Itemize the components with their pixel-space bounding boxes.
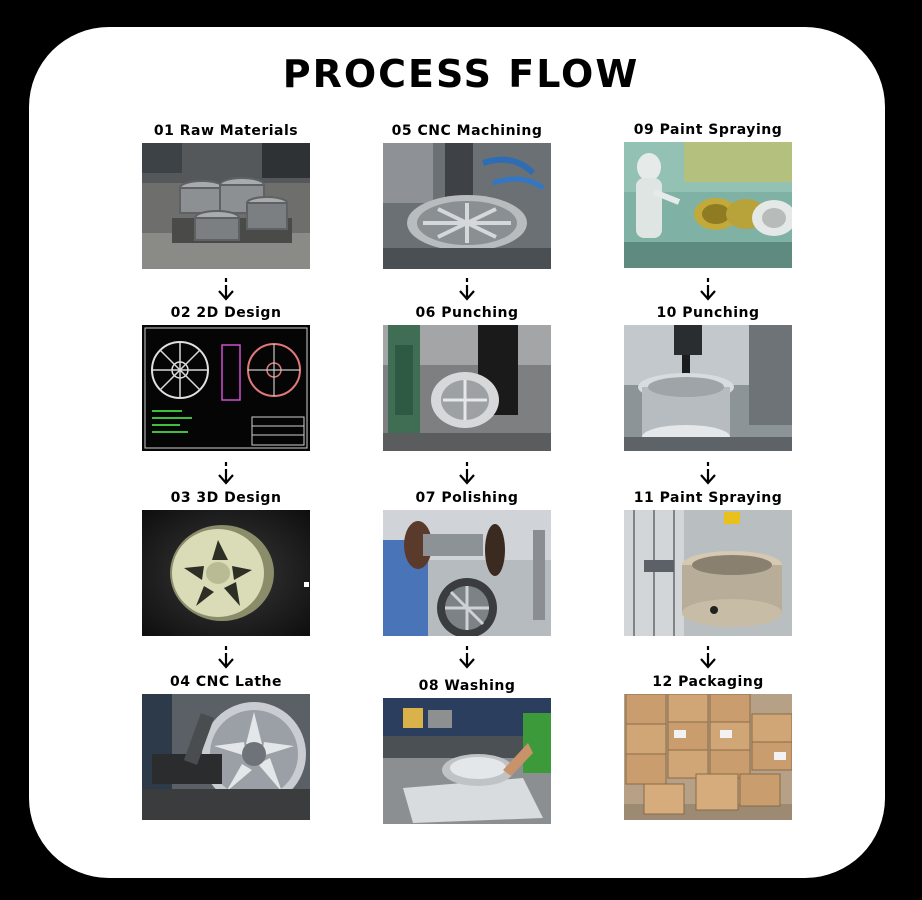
arrow-down-icon bbox=[455, 645, 479, 671]
wheel-inspection-photo bbox=[624, 325, 792, 451]
cnc-machining-photo bbox=[383, 143, 551, 269]
step-label: 01 Raw Materials bbox=[153, 123, 299, 139]
step-label: 10 Punching bbox=[656, 305, 760, 321]
step-label: 06 Punching bbox=[415, 305, 519, 321]
step-label: 02 2D Design bbox=[170, 305, 282, 321]
arrow-down-icon bbox=[696, 645, 720, 671]
arrow-down-icon bbox=[214, 645, 238, 671]
wheel-3d-render-photo bbox=[142, 510, 310, 636]
cad-2d-drawing-photo bbox=[142, 325, 310, 451]
step-label: 05 CNC Machining bbox=[391, 123, 543, 139]
arrow-down-icon bbox=[455, 461, 479, 487]
step-label: 09 Paint Spraying bbox=[633, 122, 783, 138]
step-label: 07 Polishing bbox=[415, 490, 519, 506]
page-title: PROCESS FLOW bbox=[282, 52, 640, 96]
polishing-machine-photo bbox=[383, 510, 551, 636]
coating-machine-photo bbox=[624, 510, 792, 636]
arrow-down-icon bbox=[455, 277, 479, 303]
paint-booth-photo bbox=[624, 142, 792, 268]
cnc-lathe-photo bbox=[142, 694, 310, 820]
step-label: 04 CNC Lathe bbox=[169, 674, 283, 690]
arrow-down-icon bbox=[214, 277, 238, 303]
step-label: 12 Packaging bbox=[652, 674, 764, 690]
arrow-down-icon bbox=[696, 277, 720, 303]
arrow-down-icon bbox=[696, 461, 720, 487]
boxes-photo bbox=[624, 694, 792, 820]
drill-press-photo bbox=[383, 325, 551, 451]
arrow-down-icon bbox=[214, 461, 238, 487]
step-label: 03 3D Design bbox=[170, 490, 282, 506]
washing-photo bbox=[383, 698, 551, 824]
step-label: 08 Washing bbox=[418, 678, 516, 694]
raw-materials-photo bbox=[142, 143, 310, 269]
step-label: 11 Paint Spraying bbox=[633, 490, 783, 506]
